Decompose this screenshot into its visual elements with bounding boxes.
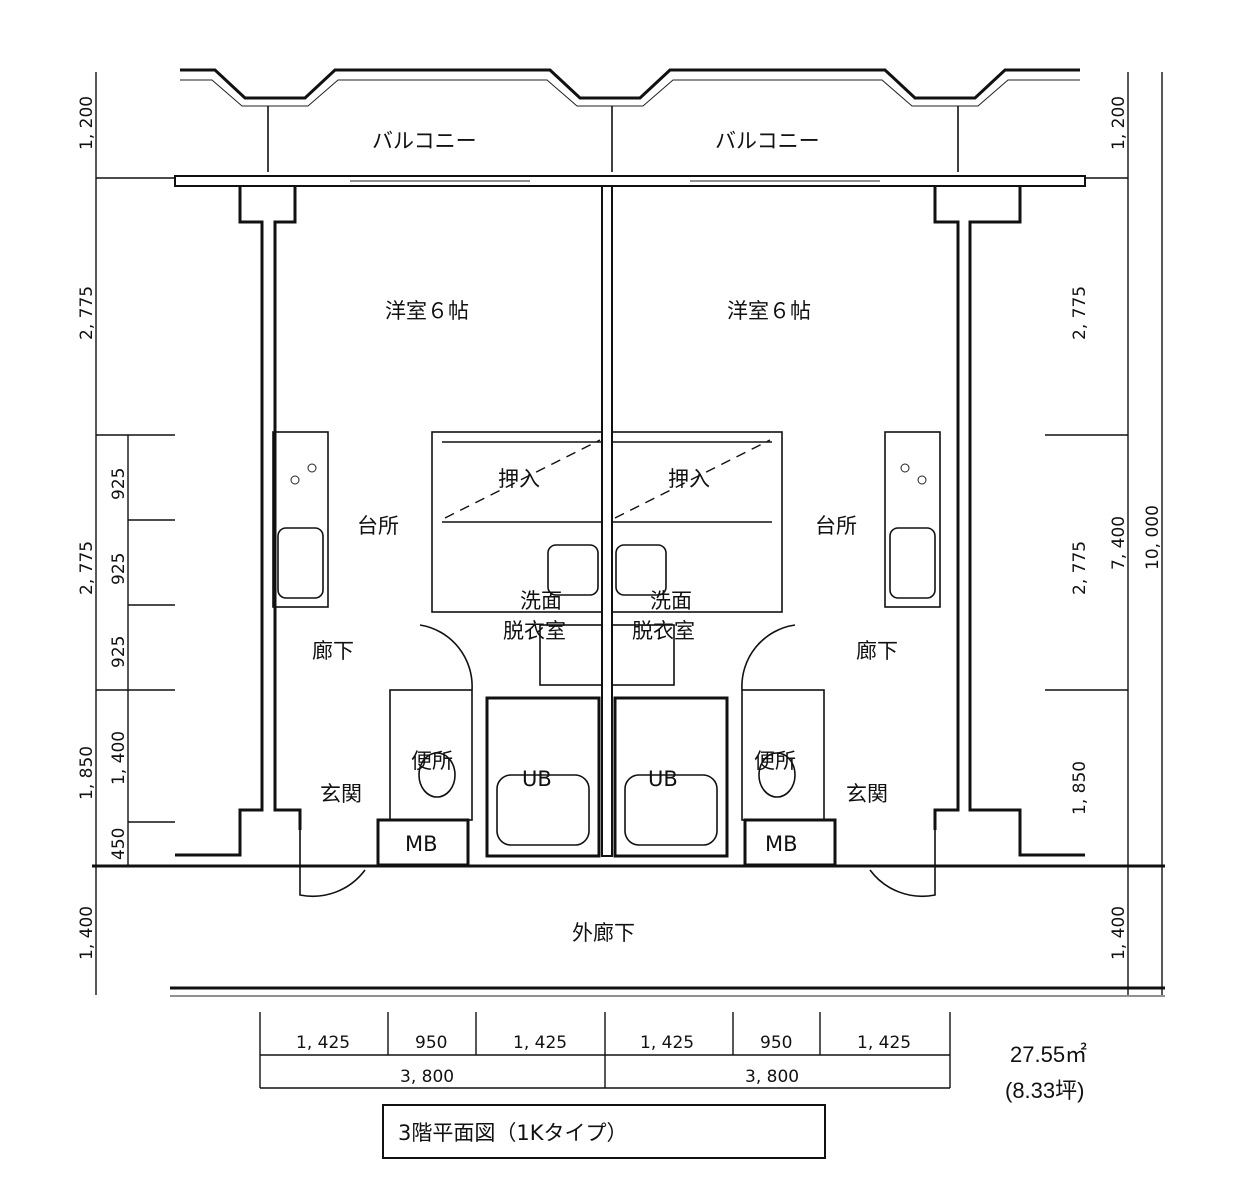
label-dressing-left: 脱衣室	[503, 619, 566, 643]
label-kitchen-left: 台所	[357, 514, 399, 538]
unit-bath-right	[613, 696, 729, 858]
label-dressing-right: 脱衣室	[632, 619, 695, 643]
dim-bottom-unit-right: 3, 800	[745, 1067, 799, 1087]
sink-icon	[889, 527, 936, 599]
dim-bottom-unit-left: 3, 800	[400, 1067, 454, 1087]
dim-left-1400: 1, 400	[109, 731, 129, 785]
dim-left-balcony: 1, 200	[77, 96, 97, 150]
bathtub-right	[624, 774, 718, 846]
toilet-icon	[418, 752, 456, 798]
stove-icon	[900, 463, 910, 473]
washbasin-left	[547, 544, 599, 596]
dim-right-unit-depth: 7, 400	[1109, 516, 1129, 570]
dim-bottom-2: 950	[415, 1033, 447, 1053]
balcony-wall	[174, 175, 1086, 187]
dim-bottom-4: 1, 425	[640, 1033, 694, 1053]
dim-left-450: 450	[109, 828, 129, 860]
label-entry-right: 玄関	[846, 782, 888, 806]
closet-diagonal	[444, 439, 601, 519]
dim-bottom-1: 1, 425	[296, 1033, 350, 1053]
dim-bottom-3: 1, 425	[513, 1033, 567, 1053]
dim-right-room: 2, 775	[1070, 286, 1090, 340]
plan-title: 3階平面図（1Kタイプ）	[398, 1121, 628, 1145]
party-wall	[601, 185, 613, 857]
washbasin-right	[615, 544, 667, 596]
entry-door-right	[869, 830, 936, 898]
washer-left	[539, 624, 603, 686]
dim-left-corridor: 1, 400	[77, 906, 97, 960]
label-washroom-left: 洗面	[520, 589, 562, 613]
dim-left-entry: 1, 850	[77, 746, 97, 800]
dim-left-room: 2, 775	[77, 286, 97, 340]
washer-right	[611, 624, 675, 686]
label-toilet-right: 便所	[754, 749, 796, 773]
left-outer-wall-inner	[273, 186, 302, 830]
sink-icon	[277, 527, 324, 599]
label-closet-left: 押入	[498, 467, 540, 491]
dim-right-balcony: 1, 200	[1109, 96, 1129, 150]
label-ub-left: UB	[522, 767, 552, 791]
label-ub-right: UB	[648, 767, 678, 791]
closet-diagonal	[614, 439, 771, 519]
area-sqm: 27.55㎡	[1010, 1042, 1087, 1067]
label-western-room-left: 洋室６帖	[385, 299, 469, 323]
label-balcony-right: バルコニー	[715, 129, 820, 153]
label-hall-left: 廊下	[312, 639, 354, 663]
dim-ticks-bottom	[259, 1012, 951, 1088]
area-tsubo: (8.33坪)	[1005, 1078, 1084, 1103]
entry-door-left	[299, 830, 366, 898]
left-outer-wall	[175, 186, 264, 857]
dim-right-entry: 1, 850	[1070, 761, 1090, 815]
unit-bath-left	[485, 696, 601, 858]
dim-ticks-left	[96, 177, 175, 823]
dim-left-kitchen: 2, 775	[77, 541, 97, 595]
dim-right-total: 10, 000	[1143, 505, 1163, 570]
label-mb-left: MB	[405, 832, 438, 856]
stove-icon	[917, 475, 927, 485]
toilet-icon	[758, 752, 796, 798]
balcony-rail	[180, 68, 1080, 100]
label-toilet-left: 便所	[411, 749, 453, 773]
bathtub-left	[496, 774, 590, 846]
title-box	[382, 1104, 826, 1159]
label-entry-left: 玄関	[320, 782, 362, 806]
label-balcony-left: バルコニー	[372, 129, 477, 153]
right-outer-wall	[968, 186, 1085, 857]
dim-bottom-5: 950	[760, 1033, 792, 1053]
label-kitchen-right: 台所	[815, 514, 857, 538]
stove-icon	[307, 463, 317, 473]
dim-right-kitchen: 2, 775	[1070, 541, 1090, 595]
right-outer-wall-inner	[933, 186, 960, 830]
dim-bottom-6: 1, 425	[857, 1033, 911, 1053]
dim-ticks-right	[1045, 177, 1128, 867]
toilet-door-right	[741, 624, 796, 691]
dim-right-corridor: 1, 400	[1109, 906, 1129, 960]
balcony-rail-inner	[180, 79, 1080, 107]
kitchen-counter-right	[884, 431, 941, 608]
stove-icon	[290, 475, 300, 485]
label-hall-right: 廊下	[856, 639, 898, 663]
label-western-room-right: 洋室６帖	[727, 299, 811, 323]
label-mb-right: MB	[765, 832, 798, 856]
label-closet-right: 押入	[668, 467, 710, 491]
dim-left-925-3: 925	[109, 636, 129, 668]
label-washroom-right: 洗面	[650, 589, 692, 613]
kitchen-counter-left	[272, 431, 329, 608]
toilet-door-left	[419, 624, 473, 691]
dim-left-925-1: 925	[109, 468, 129, 500]
label-outer-corridor: 外廊下	[572, 921, 635, 945]
dim-left-925-2: 925	[109, 553, 129, 585]
